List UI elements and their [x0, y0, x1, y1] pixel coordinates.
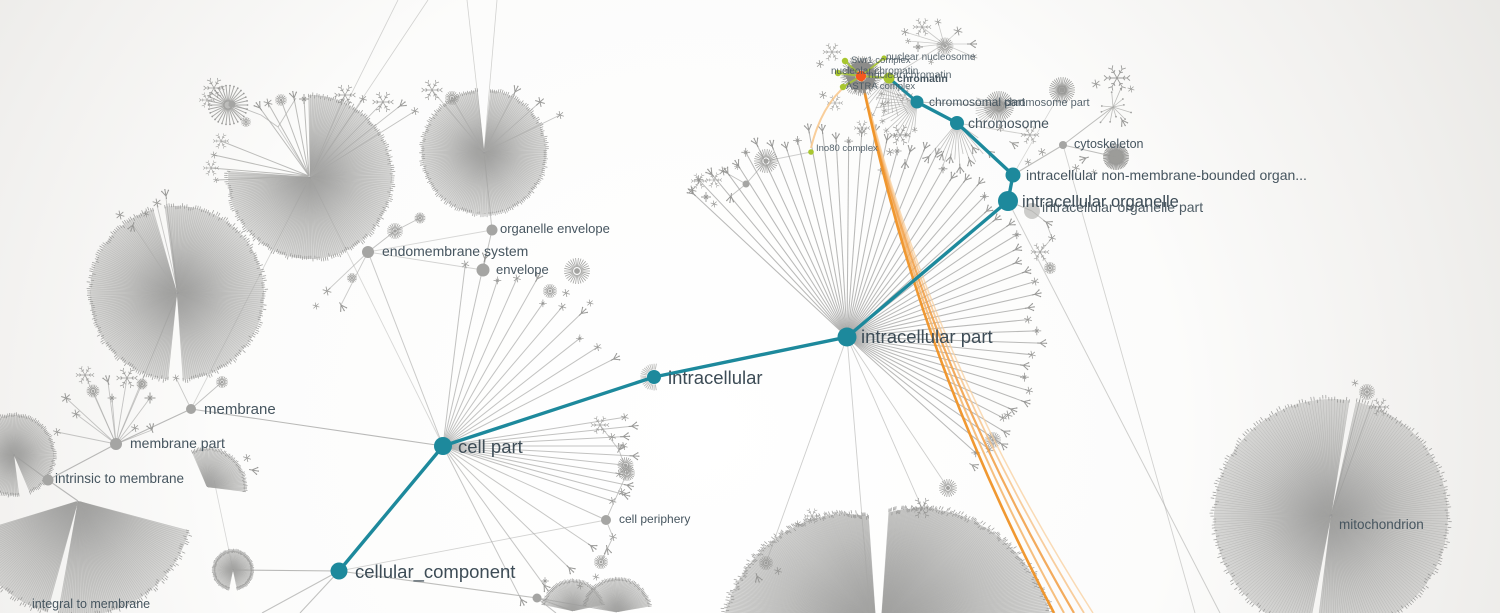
svg-text:cell part: cell part [458, 436, 523, 457]
svg-text:endomembrane system: endomembrane system [382, 243, 528, 259]
svg-text:intracellular organelle: intracellular organelle [1022, 193, 1179, 211]
svg-text:intracellular organelle part: intracellular organelle part [1042, 199, 1203, 215]
svg-text:integral to membrane: integral to membrane [32, 597, 150, 611]
svg-text:Ino80 complex: Ino80 complex [816, 143, 878, 154]
svg-text:membrane part: membrane part [130, 435, 225, 451]
svg-text:nucleolar chromatin: nucleolar chromatin [831, 66, 918, 77]
svg-text:membrane: membrane [204, 401, 276, 418]
svg-text:intracellular part: intracellular part [861, 326, 993, 347]
svg-text:nuclear chromatin: nuclear chromatin [868, 69, 952, 81]
svg-text:nuclear nucleosome: nuclear nucleosome [886, 52, 976, 63]
svg-text:mitochondrion: mitochondrion [1339, 517, 1424, 532]
svg-text:intracellular non-membrane-bou: intracellular non-membrane-bounded organ… [1026, 167, 1307, 183]
svg-text:cell periphery: cell periphery [619, 512, 690, 526]
svg-text:cytoskeleton: cytoskeleton [1074, 137, 1144, 151]
svg-text:organelle envelope: organelle envelope [500, 221, 610, 236]
svg-text:envelope: envelope [496, 262, 549, 277]
svg-text:intracellular: intracellular [668, 367, 763, 388]
svg-text:cellular_component: cellular_component [355, 561, 515, 583]
svg-text:chromosome: chromosome [968, 115, 1049, 131]
svg-text:intrinsic to membrane: intrinsic to membrane [55, 471, 184, 486]
svg-text:Swr1 complex: Swr1 complex [851, 55, 911, 66]
svg-text:chromosome part: chromosome part [1004, 97, 1090, 109]
svg-text:chromosomal part: chromosomal part [929, 95, 1026, 109]
svg-text:chromatin: chromatin [897, 73, 948, 85]
svg-text:ASTRA complex: ASTRA complex [846, 81, 915, 92]
